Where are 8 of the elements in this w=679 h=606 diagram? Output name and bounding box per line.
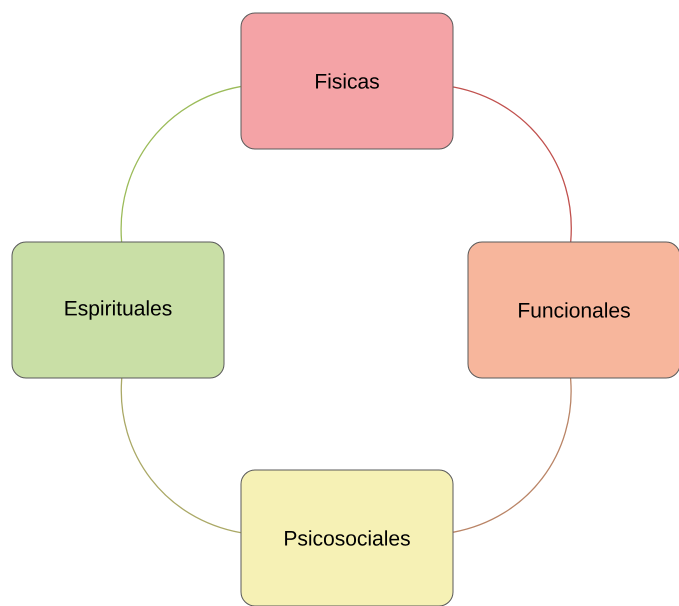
category-box: Espirituales	[12, 242, 224, 378]
category-box: Funcionales	[468, 242, 679, 378]
connector-arc	[453, 378, 572, 533]
connector-arc	[120, 86, 241, 242]
connector-arc	[120, 378, 241, 534]
category-box: Psicosociales	[240, 470, 454, 606]
category-box: Fisicas	[240, 12, 454, 150]
connector-arc	[453, 86, 572, 242]
